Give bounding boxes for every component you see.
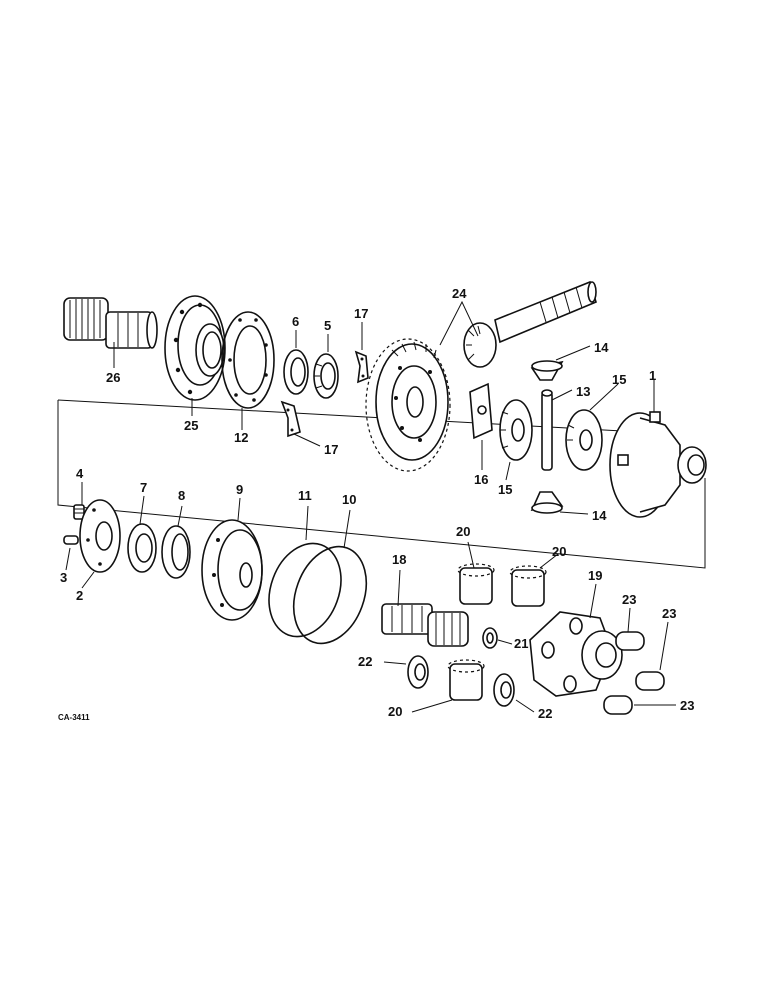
callout-20-upper-right: 20 <box>552 544 566 559</box>
part-20-planet-gear-lower <box>447 659 485 701</box>
part-4-set-screw <box>73 504 85 520</box>
diagram-code: CA-3411 <box>58 713 90 722</box>
callout-20-lower: 20 <box>388 704 402 719</box>
part-16-thrust-plate <box>469 382 493 440</box>
callout-1: 1 <box>649 368 656 383</box>
callout-12: 12 <box>234 430 248 445</box>
callout-5: 5 <box>324 318 331 333</box>
part-22-bearing-right <box>493 673 515 707</box>
leader-lines <box>65 300 676 713</box>
callout-3: 3 <box>60 570 67 585</box>
part-21-washer <box>482 627 498 649</box>
part-9-carrier <box>201 519 263 621</box>
part-12-gasket <box>221 311 275 409</box>
part-20-planet-gear-upper-left <box>457 563 495 605</box>
part-8-bearing-cup <box>161 525 191 579</box>
part-23-pin-upper <box>615 631 645 651</box>
part-14-pinion-gear-upper <box>530 360 564 381</box>
callout-9: 9 <box>236 482 243 497</box>
callout-17-upper: 17 <box>354 306 368 321</box>
callout-26: 26 <box>106 370 120 385</box>
callout-22-right: 22 <box>538 706 552 721</box>
callout-14-upper: 14 <box>594 340 609 355</box>
part-20-planet-gear-upper-right <box>509 565 547 607</box>
callout-20-upper-left: 20 <box>456 524 470 539</box>
part-11-o-ring <box>268 542 342 638</box>
callout-11: 11 <box>298 488 312 503</box>
part-15-side-gear-right <box>565 409 603 471</box>
callout-21: 21 <box>514 636 528 651</box>
callout-25: 25 <box>184 418 198 433</box>
callout-23-upper: 23 <box>622 592 636 607</box>
part-22-bearing-left <box>407 655 429 689</box>
callout-labels: 26 25 12 6 5 17 17 24 14 13 15 1 16 15 1… <box>58 286 694 722</box>
callout-23-middle: 23 <box>662 606 676 621</box>
part-19-planet-carrier <box>529 611 623 697</box>
callout-22-left: 22 <box>358 654 372 669</box>
callout-17-lower: 17 <box>324 442 338 457</box>
callout-8: 8 <box>178 488 185 503</box>
part-2-retainer-plate <box>79 499 121 573</box>
part-26-splined-shaft <box>63 297 158 349</box>
callout-4: 4 <box>76 466 84 481</box>
callout-13: 13 <box>576 384 590 399</box>
part-7-bearing-cone <box>127 523 157 573</box>
callout-7: 7 <box>140 480 147 495</box>
part-5-bearing-cone <box>313 353 339 399</box>
part-25-bearing-cage <box>164 295 226 401</box>
part-6-bearing-cup <box>283 349 309 395</box>
callout-15-left: 15 <box>498 482 512 497</box>
part-1-differential-case <box>609 411 707 518</box>
callout-2: 2 <box>76 588 83 603</box>
part-23-pin-middle <box>635 671 665 691</box>
ring-gear <box>365 338 451 472</box>
callout-19: 19 <box>588 568 602 583</box>
part-18-sun-gear <box>381 603 469 647</box>
callout-6: 6 <box>292 314 299 329</box>
part-15-side-gear-left <box>499 399 533 461</box>
part-14-pinion-gear-lower <box>530 491 564 514</box>
callout-14-lower: 14 <box>592 508 607 523</box>
part-17-lock-plate-lower <box>280 400 301 438</box>
part-13-pinion-shaft <box>541 389 553 471</box>
part-3-pin <box>63 535 79 545</box>
callout-16: 16 <box>474 472 488 487</box>
callout-18: 18 <box>392 552 406 567</box>
part-23-pin-lower <box>603 695 633 715</box>
callout-15-right: 15 <box>612 372 626 387</box>
callout-23-lower: 23 <box>680 698 694 713</box>
part-10-o-ring <box>292 545 368 645</box>
part-17-lock-plate-upper <box>354 350 369 384</box>
callout-24: 24 <box>452 286 467 301</box>
part-24-pinion-shaft <box>463 280 597 368</box>
callout-10: 10 <box>342 492 356 507</box>
